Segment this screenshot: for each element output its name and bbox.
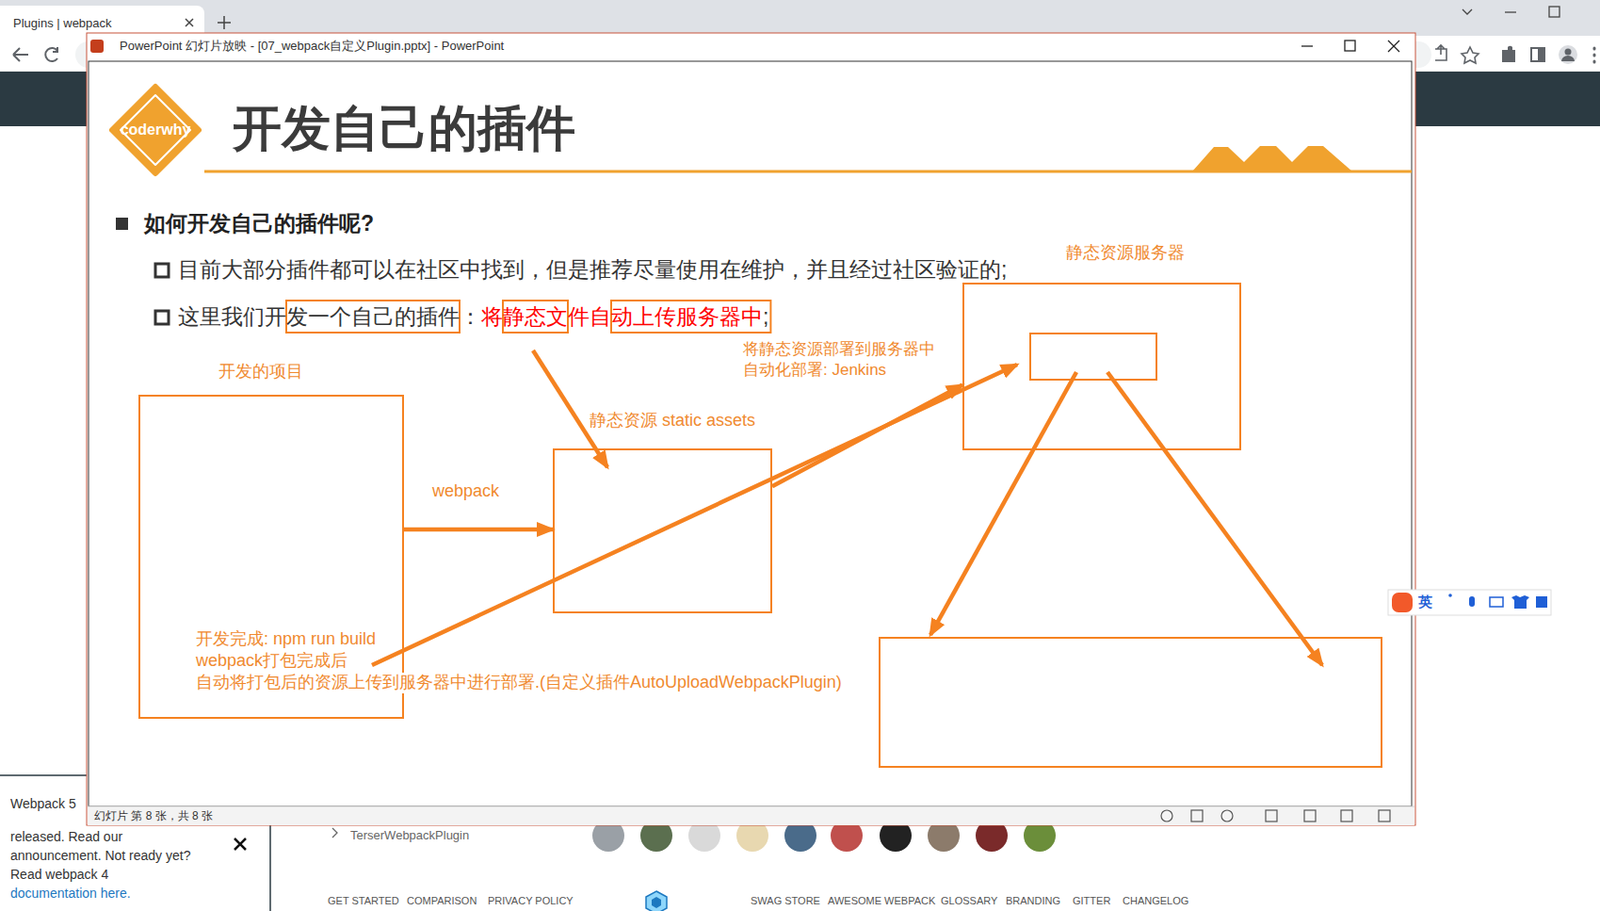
slide-title: 开发自己的插件 <box>232 98 576 158</box>
annotation: 自动化部署: Jenkins <box>743 360 887 380</box>
bullet-text: 这里我们开发一个自己的插件： <box>177 304 482 331</box>
ime-toolbar <box>1388 589 1552 615</box>
status-bar-border <box>87 806 1415 808</box>
status-icon <box>1304 809 1316 822</box>
ime-logo <box>1391 592 1413 613</box>
status-icon <box>1341 809 1353 822</box>
footer-link: COMPARISON <box>406 894 477 907</box>
footer-link: PRIVACY POLICY <box>487 894 574 907</box>
profile-icon <box>1561 55 1575 62</box>
tab-search-icon <box>1462 9 1472 15</box>
back-icon <box>13 48 29 62</box>
popup-close-icon <box>234 838 246 850</box>
annotation: 将静态资源部署到服务器中 <box>743 339 936 359</box>
footer-link: AWESOME WEBPACK <box>827 894 936 907</box>
minimize-icon <box>1504 11 1517 13</box>
maximize-icon <box>1549 6 1560 17</box>
bullet-text: 目前大部分插件都可以在社区中找到，但是推荐尽量使用在维护，并且经过社区验证的; <box>177 257 1007 284</box>
arrow-line <box>930 371 1077 635</box>
powerpoint-icon <box>90 39 104 53</box>
footer-link: GET STARTED <box>327 894 400 907</box>
webpack-logo <box>651 896 662 908</box>
logo-diamond <box>112 86 199 174</box>
target-box <box>879 637 1382 767</box>
annotation: 开发完成: npm run build <box>193 629 378 650</box>
notice-text: released. Read our <box>10 828 123 845</box>
connector <box>404 527 553 533</box>
mountain-ornament <box>1192 145 1353 172</box>
footer-link: BRANDING <box>1005 894 1061 907</box>
logo-text: coderwhy <box>112 120 199 139</box>
box-heading: 静态资源 static assets <box>589 410 756 432</box>
star-icon <box>1461 47 1479 64</box>
status-icon <box>1378 809 1390 822</box>
sidebar-icon <box>1531 48 1545 62</box>
ime-icon <box>1469 596 1475 607</box>
maximize-icon <box>1344 40 1356 51</box>
bullet-heading: 如何开发自己的插件呢? <box>144 210 374 238</box>
notice-text: Webpack 5 <box>10 795 77 812</box>
footer-link: GLOSSARY <box>940 894 998 907</box>
punctuation: ; <box>762 304 769 331</box>
ime-mode: 英 <box>1418 593 1433 611</box>
highlight-text: 将静态文件自动上传服务器中 <box>481 304 763 331</box>
tab-close-icon <box>185 18 194 27</box>
reload-icon <box>45 47 58 62</box>
slideshow-window <box>86 32 1416 825</box>
footer-link: CHANGELOG <box>1122 894 1189 907</box>
status-icon <box>1265 809 1277 822</box>
annotation: 自动将打包后的资源上传到服务器中进行部署.(自定义插件AutoUploadWeb… <box>193 672 844 694</box>
box: 静态资源 static assets <box>552 448 773 614</box>
bullet <box>115 217 129 230</box>
minimize-icon <box>1301 45 1313 47</box>
extensions-icon <box>1502 46 1516 63</box>
notice-text: announcement. Not ready yet? <box>10 847 191 864</box>
menu-icon <box>1593 48 1597 63</box>
status-icon <box>1161 809 1173 822</box>
bullet <box>155 263 169 277</box>
footer-link: GITTER <box>1072 894 1111 907</box>
profile-icon <box>1565 48 1572 56</box>
status-icon <box>1191 809 1203 822</box>
tab-bar <box>0 0 1600 36</box>
page-text: TerserWebpackPlugin <box>350 827 469 843</box>
arrow-line <box>1107 371 1323 665</box>
ime-icon <box>1448 593 1453 598</box>
webpack-logo <box>646 890 667 911</box>
window-title: PowerPoint 幻灯片放映 - [07_webpack自定义Plugin.… <box>119 38 504 54</box>
new-tab-icon <box>217 16 231 30</box>
ime-icon <box>1511 595 1530 609</box>
bullet <box>155 310 169 324</box>
connector-label: webpack <box>432 481 500 502</box>
ime-icon <box>1535 596 1548 608</box>
share-icon <box>1435 45 1447 61</box>
box-heading: 开发的项目 <box>218 361 304 383</box>
notice-link: documentation here. <box>10 885 131 902</box>
close-icon <box>1388 40 1400 52</box>
box-heading: 静态资源服务器 <box>1066 242 1185 264</box>
inner-box <box>1030 333 1157 380</box>
box: 静态资源服务器 <box>962 282 1242 451</box>
sidebar-icon <box>1537 48 1545 62</box>
profile-icon <box>1558 45 1578 65</box>
status-icon <box>1221 809 1233 822</box>
notice-text: Read webpack 4 <box>10 866 109 883</box>
annotation: webpack打包完成后 <box>193 650 350 672</box>
connector <box>772 385 963 487</box>
status-text: 幻灯片 第 8 张，共 8 张 <box>94 808 213 823</box>
arrow-line <box>371 364 1018 665</box>
footer-link: SWAG STORE <box>750 894 821 907</box>
ime-icon <box>1489 597 1504 607</box>
slide <box>88 61 1412 807</box>
status-bar <box>87 806 1415 825</box>
list-arrow <box>332 827 338 838</box>
tab-title: Plugins | webpack <box>13 16 113 32</box>
